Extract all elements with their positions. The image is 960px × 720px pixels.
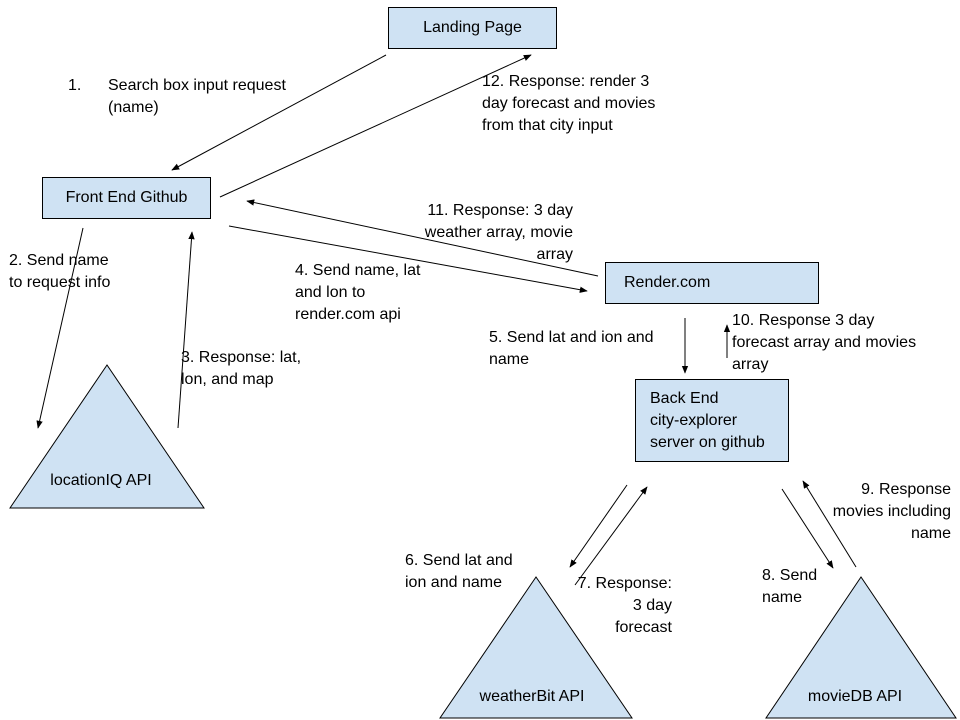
frontend-github-label: Front End Github xyxy=(65,189,188,206)
edge-12-label: 12. Response: render 3 day forecast and … xyxy=(482,71,655,137)
edge-7-label: 7. Response: 3 day forecast xyxy=(560,573,672,639)
arrow-11-render-to-frontend xyxy=(246,199,599,277)
arrow-2-frontend-to-locationiq xyxy=(36,227,84,429)
edge-3-label: 3. Response: lat, lon, and map xyxy=(181,347,301,391)
backend-label-line-3: server on github xyxy=(650,433,765,451)
arrow-4-frontend-to-render xyxy=(228,225,588,293)
edge-4-label: 4. Send name, lat and lon to render.com … xyxy=(295,260,420,326)
arrow-1-landing-to-frontend xyxy=(171,54,387,171)
edge-7-line-2: 3 day xyxy=(632,597,672,614)
arrow-3-locationiq-to-frontend xyxy=(177,231,195,429)
edge-12-line-1: 12. Response: render 3 xyxy=(482,73,650,90)
edge-3-line-1: 3. Response: lat, xyxy=(181,349,302,366)
edge-11-line-1: 11. Response: 3 day xyxy=(427,202,573,219)
landing-page-node: Landing Page xyxy=(388,7,557,49)
edge-4-line-2: and lon to xyxy=(295,284,366,301)
edge-12-line-2: day forecast and movies xyxy=(482,95,656,112)
locationiq-triangle xyxy=(9,364,205,509)
edge-1-line-2: (name) xyxy=(108,99,159,116)
edge-10-line-1: 10. Response 3 day xyxy=(732,312,875,329)
arrow-8-backend-to-moviedb xyxy=(781,488,834,569)
edge-1-number: 1. xyxy=(68,77,82,94)
edge-8-line-2: name xyxy=(762,589,803,606)
edge-9-line-2: movies including xyxy=(832,503,951,520)
moviedb-triangle xyxy=(765,576,957,719)
weatherbit-triangle xyxy=(439,576,633,719)
edge-7-line-3: forecast xyxy=(615,619,672,636)
edge-5-label: 5. Send lat and ion and name xyxy=(489,327,654,371)
landing-page-label: Landing Page xyxy=(423,19,522,36)
edge-4-line-1: 4. Send name, lat xyxy=(295,262,421,279)
edge-6-line-1: 6. Send lat and xyxy=(405,552,513,569)
edge-10-line-2: forecast array and movies xyxy=(732,334,917,351)
edge-9-line-3: name xyxy=(910,525,951,542)
edge-9-label: 9. Response movies including name xyxy=(800,479,951,545)
backend-label-line-2: city-explorer xyxy=(650,411,738,429)
backend-node: Back End city-explorer server on github xyxy=(635,379,789,462)
edge-4-line-3: render.com api xyxy=(295,306,401,323)
edge-3-line-2: lon, and map xyxy=(181,371,274,388)
edge-1-label: Search box input request (name) xyxy=(108,75,286,119)
edge-2-line-1: 2. Send name xyxy=(9,252,109,269)
arrow-7-weatherbit-to-backend xyxy=(574,486,648,586)
edge-12-line-3: from that city input xyxy=(482,117,613,134)
moviedb-label: movieDB API xyxy=(807,688,903,705)
arrow-9-moviedb-to-backend xyxy=(802,480,857,568)
edge-11-line-3: array xyxy=(536,246,573,263)
locationiq-label: locationIQ API xyxy=(50,472,152,489)
arrow-12-frontend-to-landing xyxy=(219,54,532,198)
edge-11-line-2: weather array, movie xyxy=(424,224,573,241)
edge-11-label: 11. Response: 3 day weather array, movie… xyxy=(395,200,573,266)
render-com-node: Render.com xyxy=(605,262,819,304)
render-com-label: Render.com xyxy=(624,274,711,291)
edge-7-line-1: 7. Response: xyxy=(577,575,672,592)
weatherbit-label: weatherBit API xyxy=(479,688,585,705)
edge-10-label: 10. Response 3 day forecast array and mo… xyxy=(732,310,916,376)
edge-5-line-1: 5. Send lat and ion and xyxy=(489,329,654,346)
edge-5-line-2: name xyxy=(489,351,530,368)
edge-9-line-1: 9. Response xyxy=(861,481,951,498)
edge-8-label: 8. Send name xyxy=(762,565,817,609)
edge-2-label: 2. Send name to request info xyxy=(9,250,110,294)
edge-10-line-3: array xyxy=(732,356,769,373)
edge-1-line-1: Search box input request xyxy=(108,77,286,94)
arrow-6-backend-to-weatherbit xyxy=(569,484,628,568)
edge-2-line-2: to request info xyxy=(9,274,111,291)
edge-6-line-2: ion and name xyxy=(405,574,502,591)
edge-6-label: 6. Send lat and ion and name xyxy=(405,550,513,594)
backend-label-line-1: Back End xyxy=(650,389,719,407)
frontend-github-node: Front End Github xyxy=(42,177,211,219)
edge-8-line-1: 8. Send xyxy=(762,567,818,584)
